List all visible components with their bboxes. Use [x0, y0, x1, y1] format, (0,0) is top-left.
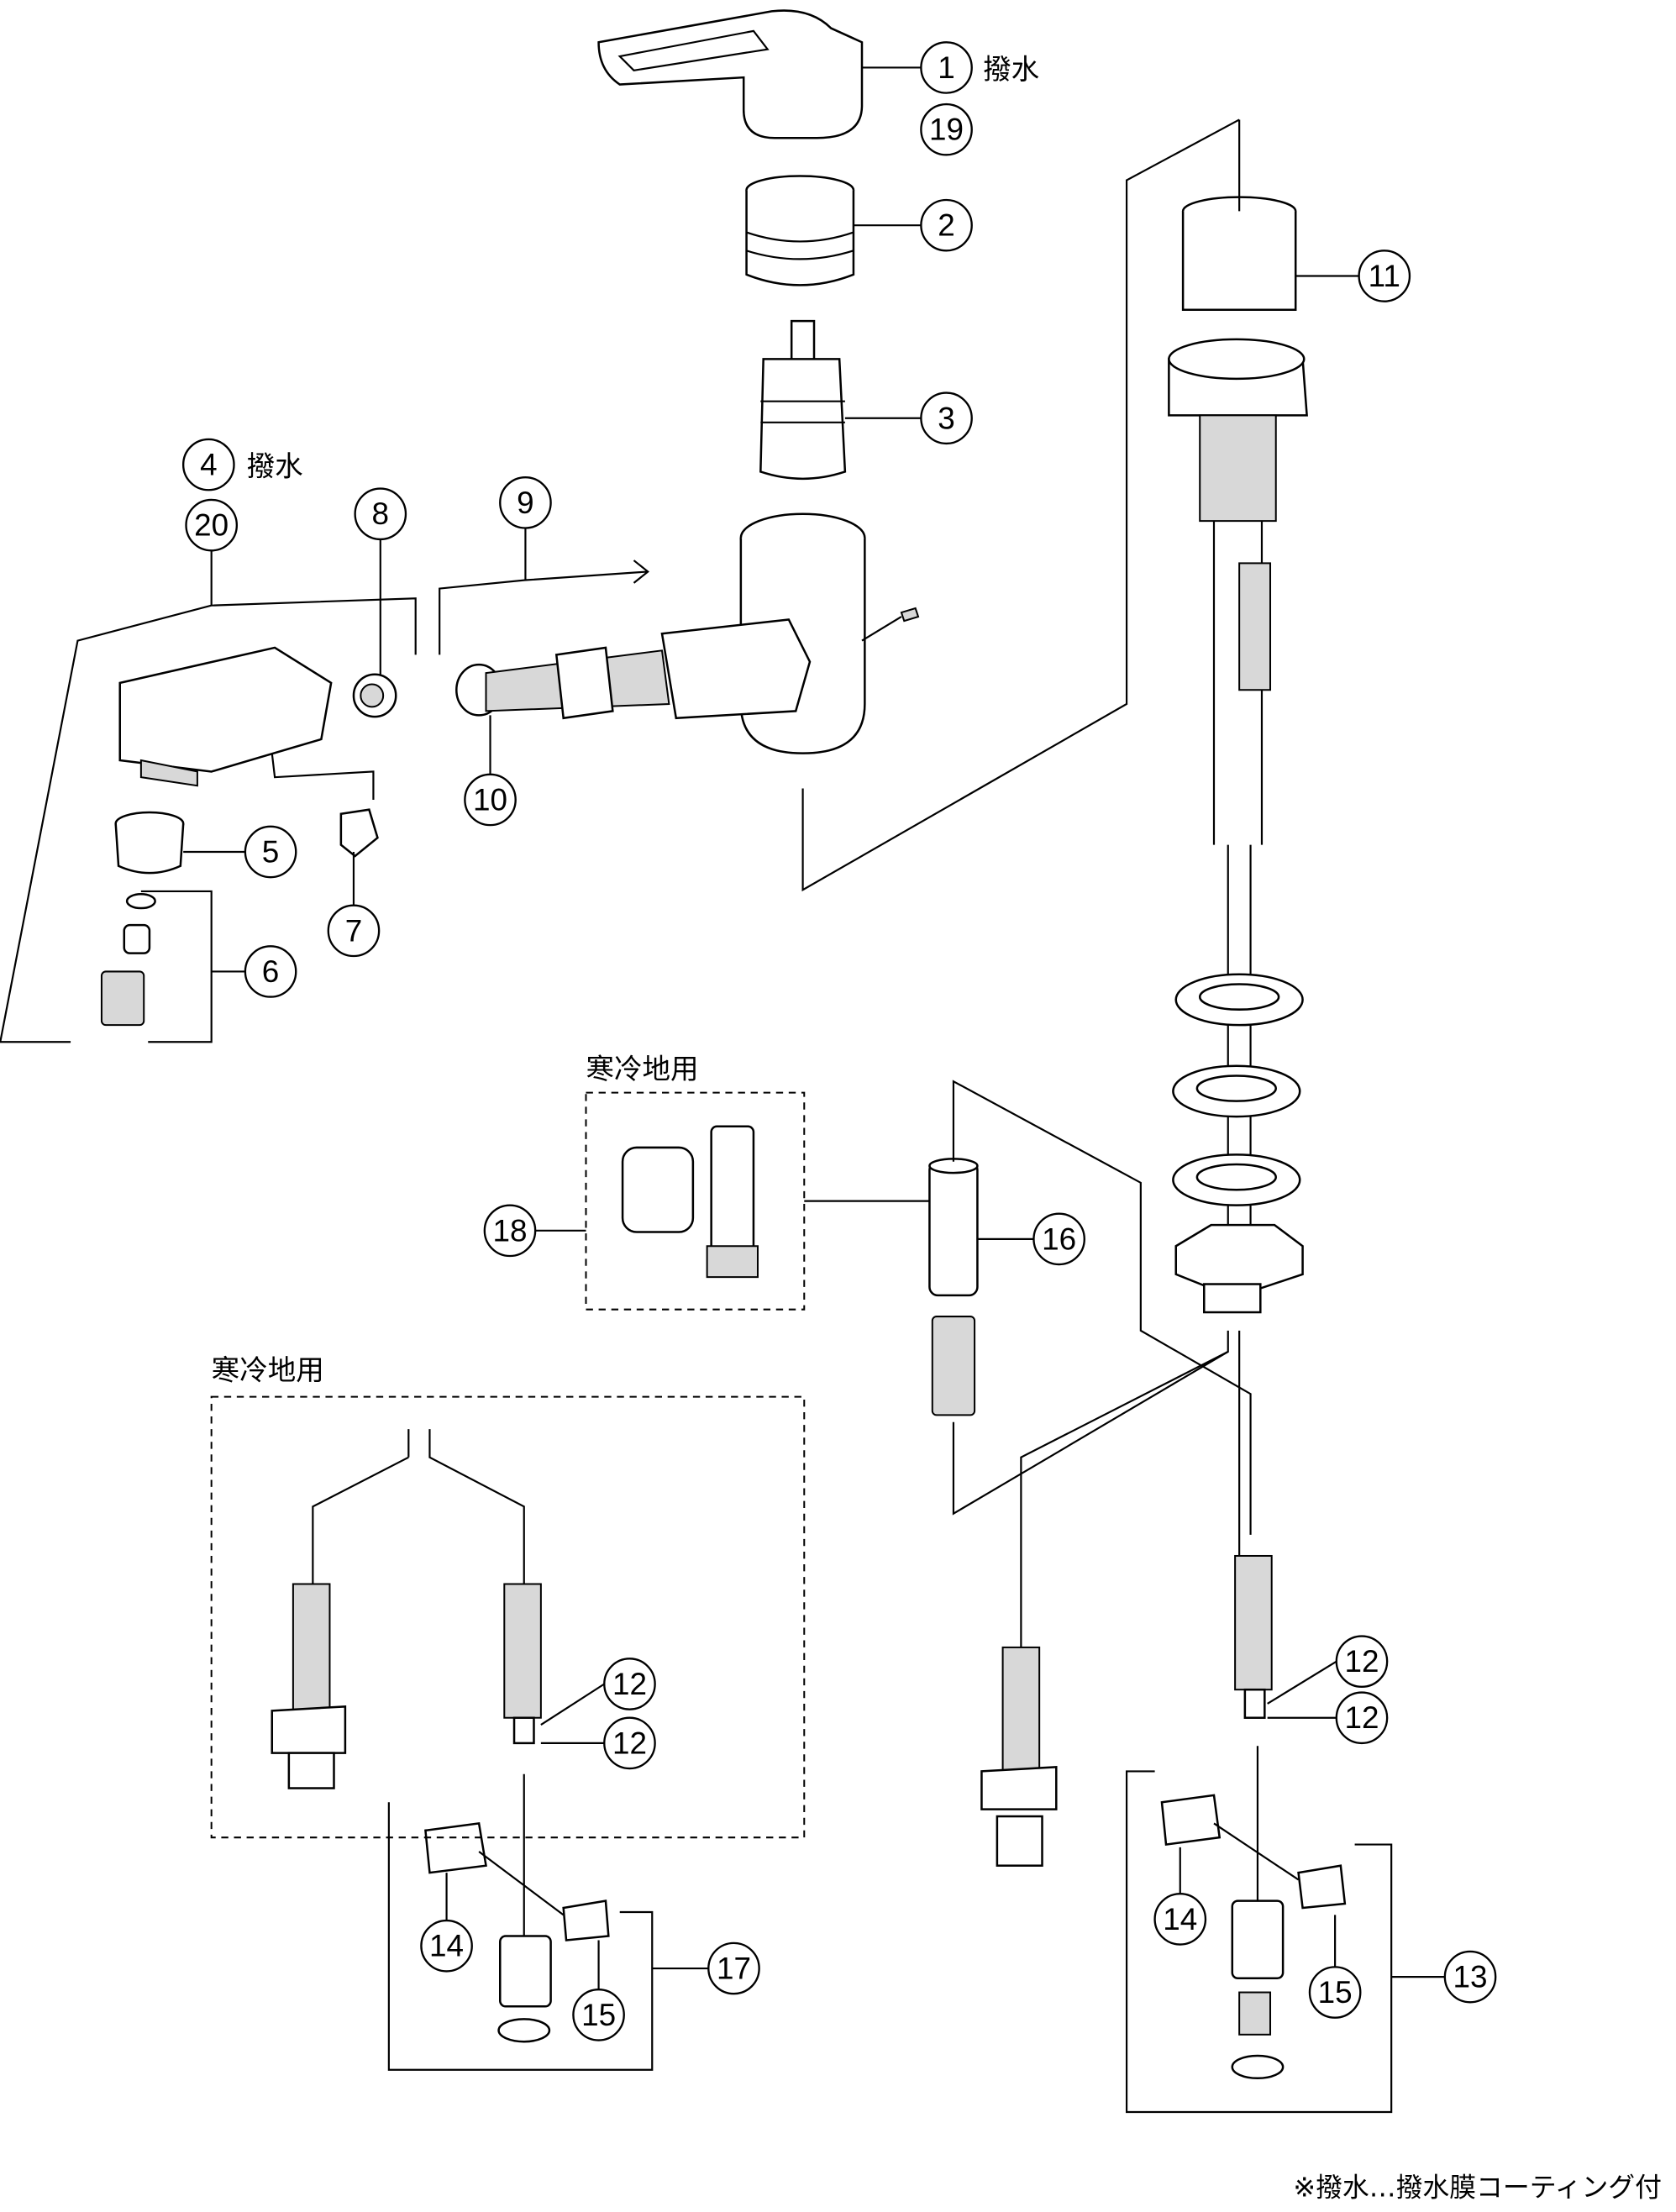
callout-14: 14 [420, 1919, 473, 1973]
svg-text:8: 8 [372, 497, 390, 531]
svg-text:18: 18 [492, 1213, 527, 1248]
callout-6: 6 [244, 945, 297, 998]
svg-text:16: 16 [1042, 1222, 1076, 1256]
callout-11: 11 [1358, 250, 1411, 302]
part-strainer [352, 673, 397, 718]
svg-text:14: 14 [429, 1929, 464, 1963]
part-cartridge [759, 319, 847, 481]
svg-text:7: 7 [345, 913, 363, 948]
callout-16: 16 [1032, 1212, 1085, 1266]
callout-3: 3 [920, 391, 973, 445]
part-faucet-body [660, 512, 920, 754]
svg-text:19: 19 [929, 113, 964, 147]
callout-10: 10 [464, 773, 517, 827]
water-repellent-note-1: 撥水 [983, 53, 1039, 86]
callout-12: 12 [603, 1658, 656, 1710]
svg-text:10: 10 [473, 782, 507, 817]
callout-1: 1 [920, 41, 973, 94]
part-hoses [271, 1554, 1273, 1867]
part-lever-handle [597, 9, 864, 139]
svg-text:12: 12 [612, 1726, 647, 1760]
svg-text:12: 12 [1344, 1700, 1379, 1735]
part-spout-head [118, 646, 333, 787]
callout-2: 2 [920, 198, 973, 252]
svg-text:15: 15 [1318, 1975, 1353, 2010]
svg-text:17: 17 [717, 1952, 751, 1986]
svg-text:13: 13 [1453, 1960, 1488, 1994]
svg-text:20: 20 [194, 508, 229, 543]
cold-region-label-2: 寒冷地用 [212, 1353, 324, 1386]
callout-7: 7 [327, 904, 381, 958]
svg-text:6: 6 [262, 954, 280, 989]
part-check-valve [928, 1158, 979, 1416]
part-cold-valve [621, 1125, 759, 1279]
callout-8: 8 [354, 487, 407, 541]
cold-region-box-valve [585, 1091, 806, 1311]
callout-20: 20 [185, 498, 239, 552]
callout-12: 12 [1335, 1691, 1389, 1745]
part-washers [1172, 973, 1304, 1314]
leader-lines [0, 66, 1445, 2114]
svg-text:4: 4 [200, 448, 218, 482]
footnote: ※撥水…撥水膜コーティング付 [1293, 2172, 1662, 2204]
part-aerator-ring [114, 811, 185, 875]
callout-19: 19 [920, 102, 973, 156]
cold-region-box-hoses [210, 1395, 806, 1839]
svg-text:11: 11 [1369, 259, 1400, 293]
svg-text:12: 12 [1344, 1644, 1379, 1679]
part-ring [745, 175, 855, 286]
callout-14: 14 [1153, 1893, 1207, 1946]
part-clip [339, 808, 379, 858]
callout-15: 15 [572, 1989, 625, 2041]
callout-5: 5 [244, 825, 297, 879]
callout-12: 12 [1335, 1635, 1389, 1689]
svg-text:15: 15 [581, 1998, 616, 2032]
callout-13: 13 [1443, 1950, 1497, 2004]
part-connector [455, 646, 670, 720]
callouts: 1 撥水 19 2 3 11 4 撥水 20 8 9 10 5 7 6 18 1… [181, 41, 1497, 2041]
water-repellent-note-4: 撥水 [247, 449, 303, 482]
svg-text:14: 14 [1163, 1902, 1197, 1936]
callout-12: 12 [603, 1716, 656, 1770]
callout-18: 18 [483, 1204, 537, 1258]
callout-17: 17 [707, 1941, 760, 1995]
callout-15: 15 [1308, 1966, 1362, 2019]
svg-text:5: 5 [262, 834, 280, 869]
svg-text:1: 1 [938, 50, 955, 85]
svg-text:9: 9 [517, 486, 534, 520]
svg-text:3: 3 [938, 401, 955, 435]
cold-region-label-1: 寒冷地用 [586, 1053, 698, 1085]
callout-4: 4 [181, 438, 235, 491]
svg-text:2: 2 [938, 208, 955, 243]
svg-text:12: 12 [612, 1667, 647, 1701]
callout-9: 9 [499, 476, 552, 529]
part-fittings [424, 1794, 1347, 2080]
part-aerator-set [100, 893, 156, 1027]
part-mounting-shaft [1168, 196, 1308, 1310]
